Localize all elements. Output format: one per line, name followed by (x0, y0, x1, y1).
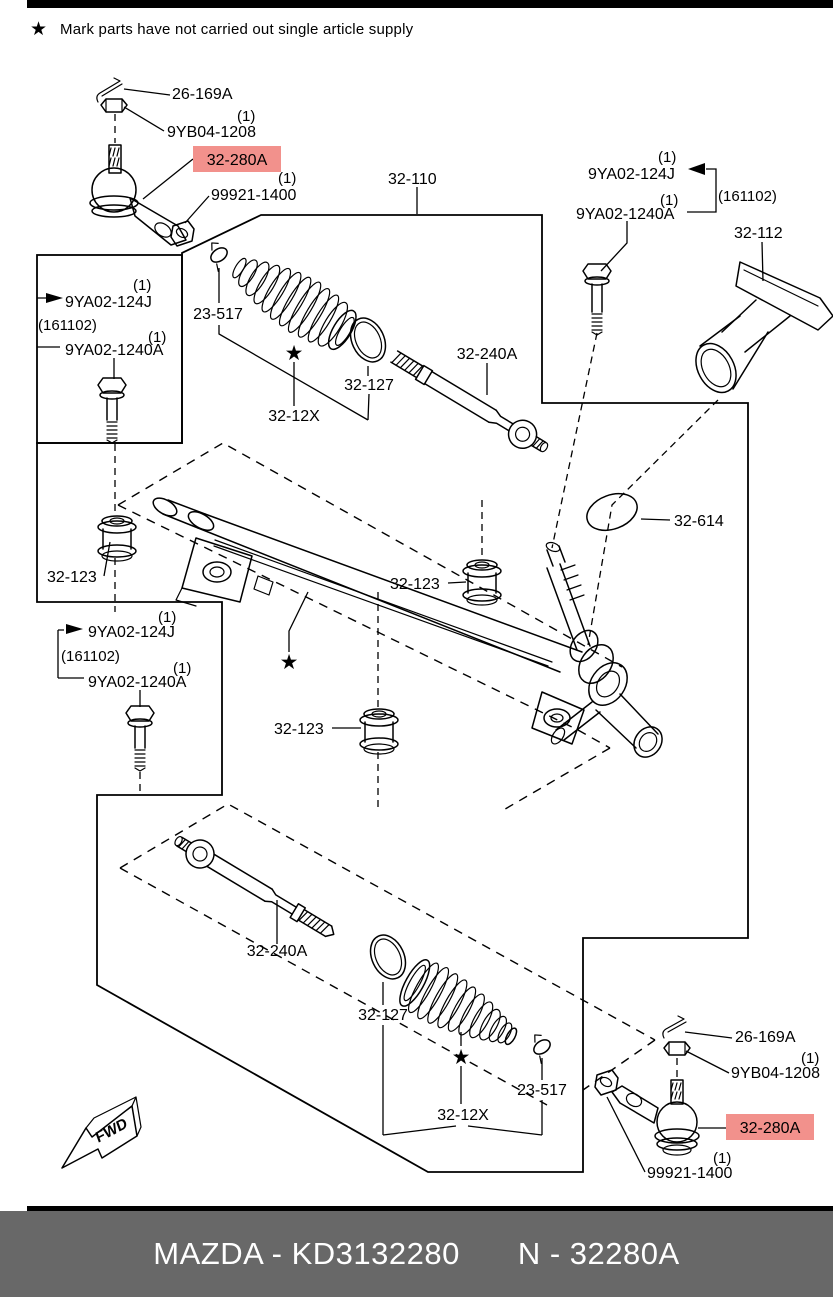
top-border-bar (27, 0, 833, 8)
group-leader-lines (37, 88, 764, 1173)
highlight-box-32-280a-low (726, 1114, 814, 1140)
upper-boot-art (232, 257, 357, 351)
fwd-arrow-label: FWD (94, 1115, 130, 1147)
label-qty-99921-low: (1) (713, 1150, 731, 1167)
group-dashed-assembly-bands (117, 442, 656, 1106)
lower-lock-nut-art (594, 1069, 619, 1096)
mount-bushing-left-art (97, 515, 137, 562)
lower-boot-clamp-art (533, 1034, 551, 1064)
lower-tie-rod-end-art (611, 1079, 700, 1156)
label-32-12x-top[interactable]: 32-12X (268, 408, 320, 425)
label-32-280a-low[interactable]: 32-280A (740, 1120, 801, 1137)
footer-catalog-code: MAZDA - KD3132280 (153, 1236, 460, 1271)
label-9ya02-124j-left1[interactable]: 9YA02-124J (65, 294, 152, 311)
label-32-280a-top[interactable]: 32-280A (207, 152, 268, 169)
label-qty-9ya02-1240a-left1: (1) (148, 329, 166, 346)
label-9yb04-1208-low[interactable]: 9YB04-1208 (731, 1065, 820, 1082)
label-9ya02-1240a-left1[interactable]: 9YA02-1240A (65, 342, 164, 359)
label-cond-161102-left2: (161102) (61, 648, 120, 665)
label-cond-161102-right: (161102) (718, 188, 777, 205)
upper-boot-clamp-art (210, 242, 228, 272)
label-qty-9ya02-1240a-right: (1) (660, 192, 678, 209)
label-32-123-left[interactable]: 32-123 (47, 569, 97, 586)
label-9ya02-1240a-right[interactable]: 9YA02-1240A (576, 206, 675, 223)
bracket-arrow-icon (46, 293, 63, 303)
label-32-240a-low[interactable]: 32-240A (247, 943, 308, 960)
upper-tie-rod-end-art (89, 144, 187, 246)
label-23-517-top[interactable]: 23-517 (193, 306, 243, 323)
no-single-supply-star-icon-2: ★ (280, 651, 299, 674)
group-part-labels: 26-169A(1)9YB04-120832-280A(1)99921-1400… (38, 86, 820, 1182)
label-qty-9yb04-low: (1) (801, 1050, 819, 1067)
mount-bushing-mid-art (462, 559, 502, 606)
upper-castle-nut-art (100, 98, 128, 113)
label-qty-9ya02-124j-left2: (1) (158, 609, 176, 626)
lower-castle-nut-art (663, 1041, 691, 1056)
label-26-169a-top[interactable]: 26-169A (172, 86, 233, 103)
label-32-614[interactable]: 32-614 (674, 513, 724, 530)
label-32-123-bottom[interactable]: 32-123 (274, 721, 324, 738)
label-qty-99921-top: (1) (278, 170, 296, 187)
no-single-supply-star-icon-1: ★ (285, 342, 304, 365)
flange-bolt-right-art (582, 263, 612, 336)
star-note-icon: ★ (30, 19, 48, 40)
steering-mount-bracket-art (695, 261, 833, 394)
lower-cotter-pin-art (662, 1015, 687, 1039)
group-boundary-outlines (36, 214, 749, 1173)
upper-lock-nut-art (170, 220, 195, 247)
label-99921-1400-low[interactable]: 99921-1400 (647, 1165, 733, 1182)
footer-part-code: N - 32280A (517, 1236, 680, 1271)
label-99921-1400-top[interactable]: 99921-1400 (211, 187, 297, 204)
label-qty-9ya02-124j-right: (1) (658, 149, 676, 166)
lower-boot-art (399, 959, 518, 1046)
flange-bolt-left1-art (97, 377, 127, 444)
no-single-supply-star-icon-3: ★ (452, 1046, 471, 1069)
group-dashed-leaders (114, 114, 719, 1078)
upper-cotter-pin-art (96, 77, 123, 103)
lower-inner-tie-rod-art (174, 835, 335, 938)
label-9yb04-1208-top[interactable]: 9YB04-1208 (167, 124, 256, 141)
label-32-240a-top[interactable]: 32-240A (457, 346, 518, 363)
label-32-123-mid[interactable]: 32-123 (390, 576, 440, 593)
label-9ya02-124j-left2[interactable]: 9YA02-124J (88, 624, 175, 641)
label-23-517-low[interactable]: 23-517 (517, 1082, 567, 1099)
bracket-arrow-icon (688, 163, 705, 175)
upper-boot-ring-art (349, 317, 387, 363)
label-9ya02-1240a-left2[interactable]: 9YA02-1240A (88, 674, 187, 691)
label-32-112[interactable]: 32-112 (734, 225, 783, 242)
label-qty-9ya02-1240a-left2: (1) (173, 660, 191, 677)
label-32-127-top[interactable]: 32-127 (344, 377, 394, 394)
bracket-arrow-icon (66, 624, 83, 634)
label-9ya02-124j-right[interactable]: 9YA02-124J (588, 166, 675, 183)
o-ring-art (586, 492, 638, 532)
star-note-text: Mark parts have not carried out single a… (60, 21, 414, 38)
fwd-direction-arrow: FWD (61, 1096, 142, 1169)
label-qty-9ya02-124j-left1: (1) (133, 277, 151, 294)
label-32-127-low[interactable]: 32-127 (358, 1007, 408, 1024)
group-part-artwork: FWD (61, 77, 833, 1169)
steering-rack-assembly-art (152, 497, 663, 758)
label-qty-9yb04-top: (1) (237, 108, 255, 125)
footer-divider-line (27, 1206, 833, 1211)
label-32-12x-low[interactable]: 32-12X (437, 1107, 489, 1124)
highlight-box-32-280a-top (193, 146, 281, 172)
label-26-169a-low[interactable]: 26-169A (735, 1029, 796, 1046)
lower-boot-ring-art (369, 934, 407, 980)
star-note: ★ Mark parts have not carried out single… (30, 20, 413, 39)
mount-bushing-bottom-art (359, 708, 399, 755)
flange-bolt-left2-art (125, 705, 155, 772)
label-cond-161102-left1: (161102) (38, 317, 97, 334)
footer-bar: MAZDA - KD3132280 N - 32280A (0, 1211, 833, 1297)
upper-inner-tie-rod-art (390, 350, 549, 453)
label-32-110[interactable]: 32-110 (388, 171, 437, 188)
